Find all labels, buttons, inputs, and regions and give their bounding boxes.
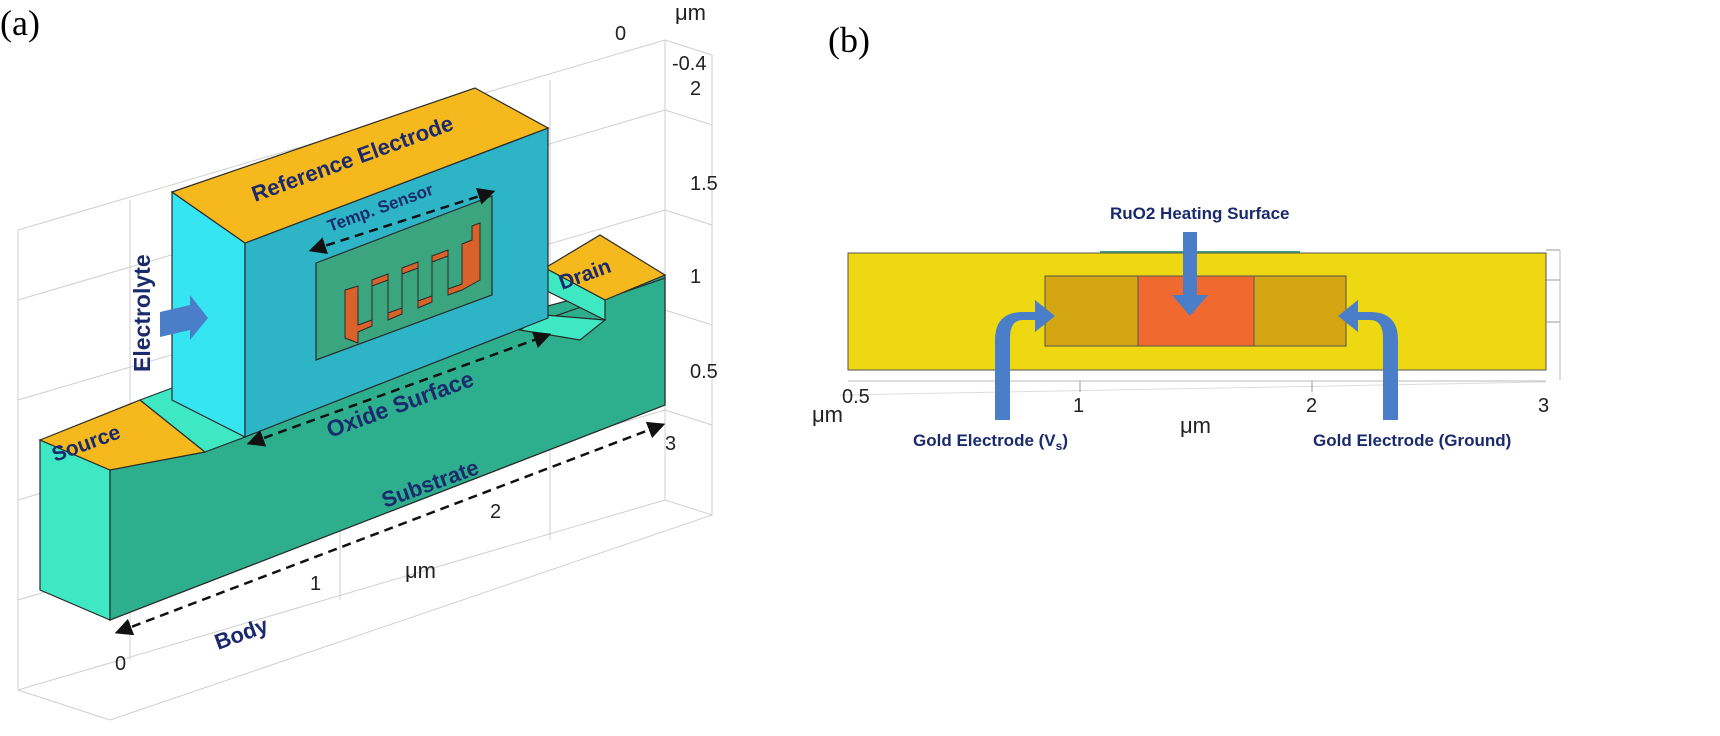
b-tick-0: 0.5 [842,386,870,408]
b-unit-left: μm [812,402,843,427]
panel-a-label: (a) [0,3,40,43]
gold-vs-arrow [995,300,1055,420]
b-tick-2: 2 [1306,395,1317,417]
a-z-tick-0: 0.5 [690,361,718,383]
a-x-unit: μm [405,558,436,583]
reference-electrode-top [170,87,550,244]
a-y-tick-1: -0.4 [672,53,706,75]
gold-ground-arrow [1338,300,1398,420]
substrate-side-face [39,439,111,621]
b-axis-perspective [839,381,1547,396]
electrolyte-label: Electrolyte [129,254,155,372]
panel-a: (a) [0,0,718,721]
panel-b-label: (b) [828,20,870,60]
electrolyte-arrow [160,295,208,340]
body-dimension-arrow [114,421,666,636]
ruo2-arrow [1172,232,1208,316]
gold-electrode-ground [1253,275,1347,347]
b-unit-bottom: μm [1180,413,1211,438]
a-x-tick-3: 3 [665,433,676,455]
a-x-tick-2: 2 [490,501,501,523]
b-tick-3: 3 [1538,395,1549,417]
temp-sensor-dimension-arrow [308,187,496,255]
panel-b: (b) 0.5 1 2 3 μm μm RuO2 Heating Surface… [812,20,1561,453]
a-z-tick-2: 1.5 [690,173,718,195]
a-x-tick-1: 1 [310,573,321,595]
b-tick-1: 1 [1073,395,1084,417]
a-x-tick-0: 0 [115,653,126,675]
a-z-tick-1: 1 [690,266,701,288]
gold-electrode-vs [1044,275,1139,347]
a-y-unit: μm [675,0,706,25]
gold-vs-label: Gold Electrode (Vs) [913,431,1068,453]
a-z-tick-3: 2 [690,78,701,100]
ruo2-label: RuO2 Heating Surface [1110,204,1290,223]
a-y-tick-0: 0 [615,23,626,45]
gold-ground-label: Gold Electrode (Ground) [1313,431,1511,450]
body-label: Body [211,612,272,655]
